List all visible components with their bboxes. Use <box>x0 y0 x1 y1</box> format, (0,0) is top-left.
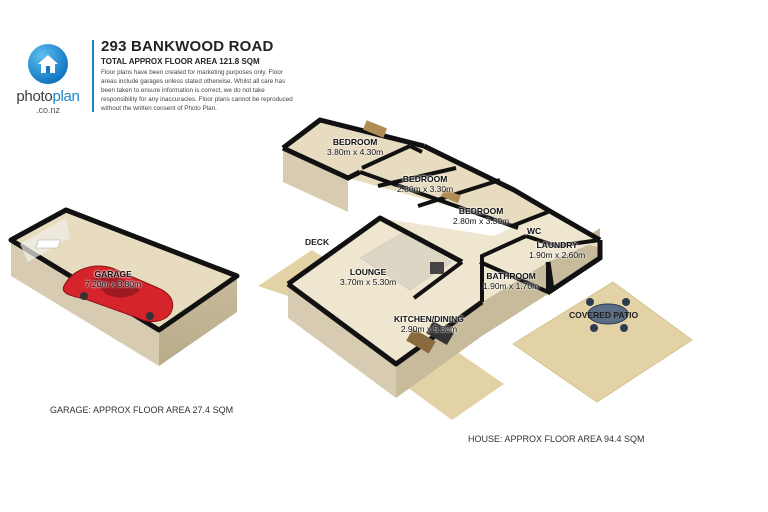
logo-wordmark: photoplan <box>10 88 86 105</box>
logo-word-plan: plan <box>52 88 80 105</box>
garage-block <box>8 207 240 366</box>
room-label-wc: WC <box>527 226 542 236</box>
house-area-note: HOUSE: APPROX FLOOR AREA 94.4 SQM <box>468 434 645 444</box>
garage-area-note: GARAGE: APPROX FLOOR AREA 27.4 SQM <box>50 405 234 415</box>
total-floor-area: TOTAL APPROX FLOOR AREA 121.8 SQM <box>101 57 260 66</box>
header-divider <box>92 40 94 112</box>
logo-domain: .co.nz <box>35 105 60 115</box>
deck-label: DECK <box>305 237 330 247</box>
covered-patio-label: COVERED PATIO <box>569 310 639 320</box>
logo-word-photo: photo <box>16 88 53 105</box>
photoplan-logo: photoplan .co.nz <box>10 42 86 120</box>
house-icon <box>38 55 58 73</box>
car-icon <box>62 265 174 322</box>
house-block <box>281 117 603 398</box>
disclaimer-text: Floor plans have been created for market… <box>101 69 293 112</box>
covered-patio-area <box>512 281 693 403</box>
property-title: 293 BANKWOOD ROAD <box>101 38 274 55</box>
patio-table-icon <box>586 298 630 332</box>
